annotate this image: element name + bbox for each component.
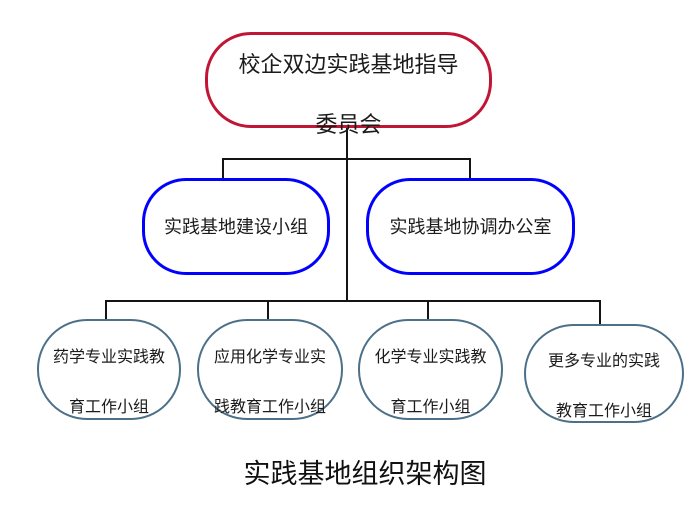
node-steering-committee: 校企双边实践基地指导 委员会 — [205, 32, 492, 137]
node-chemistry-workgroup-label: 化学专业实践教 育工作小组 — [374, 320, 486, 420]
node-applied-chemistry-workgroup-label: 应用化学专业实 践教育工作小组 — [214, 320, 326, 420]
diagram-caption: 实践基地组织架构图 — [243, 459, 487, 489]
node-label-line2: 育工作小组 — [68, 398, 149, 416]
node-label-line2: 教育工作小组 — [555, 402, 652, 420]
node-label-line1: 应用化学专业实 — [213, 348, 326, 366]
node-chemistry-workgroup: 化学专业实践教 育工作小组 — [358, 319, 503, 420]
node-pharmacy-workgroup: 药学专业实践教 育工作小组 — [37, 319, 181, 420]
connector-level3-horizontal — [106, 300, 601, 302]
node-applied-chemistry-workgroup: 应用化学专业实 践教育工作小组 — [197, 319, 343, 420]
connector-drop-level3-3 — [427, 300, 429, 320]
connector-drop-level3-2 — [267, 300, 269, 320]
connector-root-vertical — [346, 128, 348, 302]
connector-drop-level3-1 — [105, 300, 107, 320]
node-label-line2: 践教育工作小组 — [213, 398, 326, 416]
connector-drop-level2-left — [222, 158, 224, 179]
node-label-line1: 更多专业的实践 — [547, 352, 660, 370]
node-pharmacy-workgroup-label: 药学专业实践教 育工作小组 — [53, 320, 165, 420]
node-label-line2: 委员会 — [315, 112, 382, 137]
node-construction-group: 实践基地建设小组 — [142, 178, 330, 275]
node-label-line2: 育工作小组 — [390, 398, 471, 416]
node-more-majors-workgroup-label: 更多专业的实践 教育工作小组 — [548, 324, 660, 424]
connector-level2-horizontal — [223, 158, 471, 160]
node-label-line1: 化学专业实践教 — [374, 348, 487, 366]
node-label-line1: 校企双边实践基地指导 — [238, 52, 459, 77]
connector-drop-level3-4 — [599, 300, 601, 325]
node-more-majors-workgroup: 更多专业的实践 教育工作小组 — [524, 324, 684, 423]
node-label-line1: 药学专业实践教 — [52, 348, 165, 366]
connector-drop-level2-right — [469, 158, 471, 179]
node-construction-group-label: 实践基地建设小组 — [164, 216, 308, 237]
node-coordination-office: 实践基地协调办公室 — [366, 178, 575, 275]
node-coordination-office-label: 实践基地协调办公室 — [389, 216, 552, 237]
node-steering-committee-label: 校企双边实践基地指导 委员会 — [238, 20, 458, 140]
